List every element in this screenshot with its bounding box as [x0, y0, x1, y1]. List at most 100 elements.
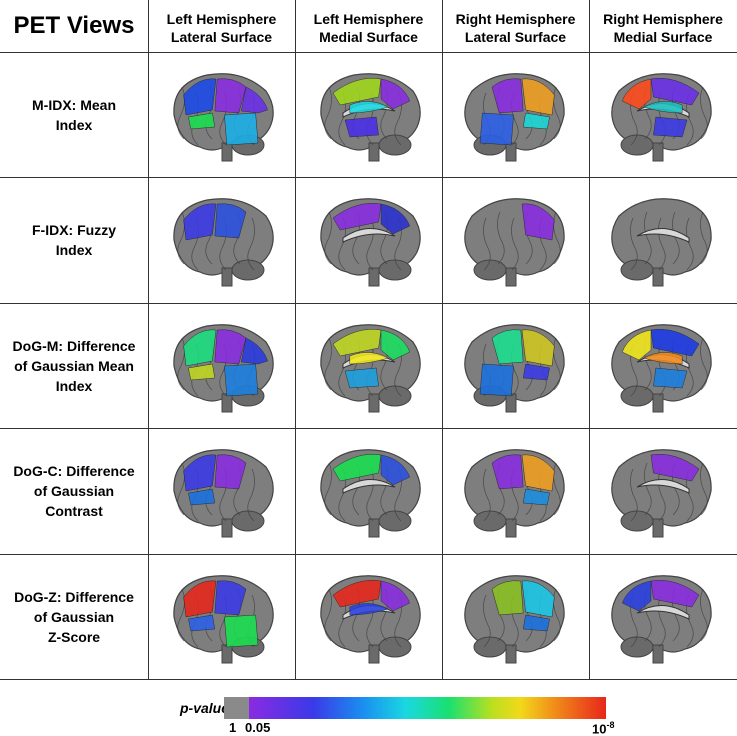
- row-label-dog-m: DoG-M: Difference of Gaussian Mean Index: [0, 303, 148, 428]
- sulcus-line: [246, 468, 255, 522]
- activation-region: [479, 112, 514, 145]
- sulcus-line: [700, 462, 708, 516]
- row-label-line: of Gaussian Mean: [14, 357, 134, 374]
- brain-svg: [463, 72, 565, 161]
- activation-region: [223, 363, 258, 396]
- row-label-dog-c: DoG-C: Difference of Gaussian Contrast: [0, 428, 148, 554]
- brainstem-shape: [368, 393, 379, 412]
- sulcus-line: [630, 468, 638, 522]
- brain-svg: [319, 449, 421, 538]
- activation-region: [187, 363, 215, 380]
- activation-region: [332, 579, 381, 607]
- brain-image: [442, 177, 589, 303]
- activation-region: [650, 454, 700, 482]
- activation-region: [187, 112, 215, 129]
- grid-line: [0, 428, 737, 429]
- activation-region: [332, 328, 381, 356]
- row-label-line: Index: [55, 377, 93, 394]
- tick-exponent: -8: [606, 720, 615, 730]
- cerebellum-shape: [473, 510, 506, 532]
- header-line: Left Hemisphere: [313, 11, 424, 27]
- sulcus-line: [510, 217, 519, 271]
- header-line: Right Hemisphere: [603, 11, 723, 27]
- sulcus-line: [482, 594, 491, 647]
- sulcus-line: [365, 468, 374, 522]
- cerebellum-shape: [620, 134, 654, 155]
- header-line: Lateral Surface: [464, 29, 567, 45]
- colorbar-tick-left: 1: [229, 720, 237, 735]
- brainstem-shape: [505, 393, 516, 412]
- grid-line: [0, 52, 737, 53]
- cerebellum-shape: [378, 636, 411, 657]
- brain-svg: [319, 323, 421, 412]
- activation-region: [380, 454, 410, 486]
- activation-region: [643, 100, 683, 113]
- colorbar-gradient: [249, 697, 606, 719]
- activation-region: [240, 337, 268, 364]
- header-line: Medial Surface: [613, 29, 713, 45]
- colorbar-tick-right: 10-8: [592, 720, 614, 736]
- sulcus-line: [323, 588, 332, 641]
- brainstem-shape: [505, 644, 516, 663]
- brain-image: [148, 177, 295, 303]
- sulcus-line: [644, 462, 652, 516]
- sulcus-line: [482, 468, 491, 522]
- cortex-shape: [611, 198, 712, 276]
- sulcus-line: [482, 217, 491, 271]
- activation-region: [182, 580, 216, 617]
- grid-line: [148, 0, 149, 680]
- brain-image: [589, 177, 737, 303]
- brainstem-shape: [368, 267, 379, 287]
- brainstem-shape: [505, 518, 516, 538]
- figure-grid: PET Views Left Hemisphere Lateral Surfac…: [0, 0, 737, 680]
- sulcus-line: [496, 211, 505, 265]
- activation-region: [479, 363, 514, 396]
- activation-region: [349, 602, 389, 615]
- sulcus-line: [658, 217, 666, 271]
- activation-region: [522, 363, 550, 380]
- activation-region: [240, 86, 268, 113]
- row-label-dog-z: DoG-Z: Difference of Gaussian Z-Score: [0, 554, 148, 679]
- sulcus-line: [644, 211, 652, 265]
- brain-image: [589, 428, 737, 554]
- cerebellum-shape: [620, 510, 654, 532]
- column-header-left-lateral: Left Hemisphere Lateral Surface: [148, 4, 295, 52]
- brain-image: [295, 303, 442, 428]
- corpus-callosum-shape: [636, 604, 690, 620]
- activation-region: [522, 614, 550, 631]
- row-label-line: Index: [55, 116, 93, 133]
- activation-region: [182, 454, 216, 492]
- cerebellum-shape: [378, 259, 411, 281]
- brainstem-shape: [221, 142, 232, 161]
- sulcus-line: [658, 468, 666, 522]
- brainstem-shape: [505, 267, 516, 287]
- activation-region: [380, 329, 410, 360]
- cerebellum-shape: [231, 259, 264, 281]
- cerebellum-shape: [620, 259, 654, 281]
- brain-image: [295, 52, 442, 177]
- brainstem-shape: [221, 518, 232, 538]
- grid-line: [442, 0, 443, 680]
- brain-image: [148, 52, 295, 177]
- activation-region: [349, 351, 389, 364]
- brain-image: [589, 52, 737, 177]
- activation-region: [621, 580, 652, 611]
- brain-svg: [611, 574, 712, 663]
- brainstem-shape: [368, 644, 379, 663]
- row-label-line: of Gaussian: [33, 608, 115, 625]
- activation-region: [650, 77, 700, 105]
- brainstem-shape: [368, 142, 379, 161]
- brain-image: [295, 177, 442, 303]
- brain-image: [589, 303, 737, 428]
- activation-region: [522, 112, 550, 129]
- brain-image: [442, 52, 589, 177]
- row-label-line: M-IDX: Mean: [32, 96, 116, 113]
- sulcus-line: [700, 211, 708, 265]
- activation-region: [380, 78, 410, 109]
- brainstem-shape: [221, 644, 232, 663]
- activation-region: [344, 367, 379, 388]
- activation-region: [521, 203, 555, 241]
- sulcus-line: [323, 86, 332, 139]
- activation-region: [621, 78, 652, 109]
- header-line: Medial Surface: [319, 29, 418, 45]
